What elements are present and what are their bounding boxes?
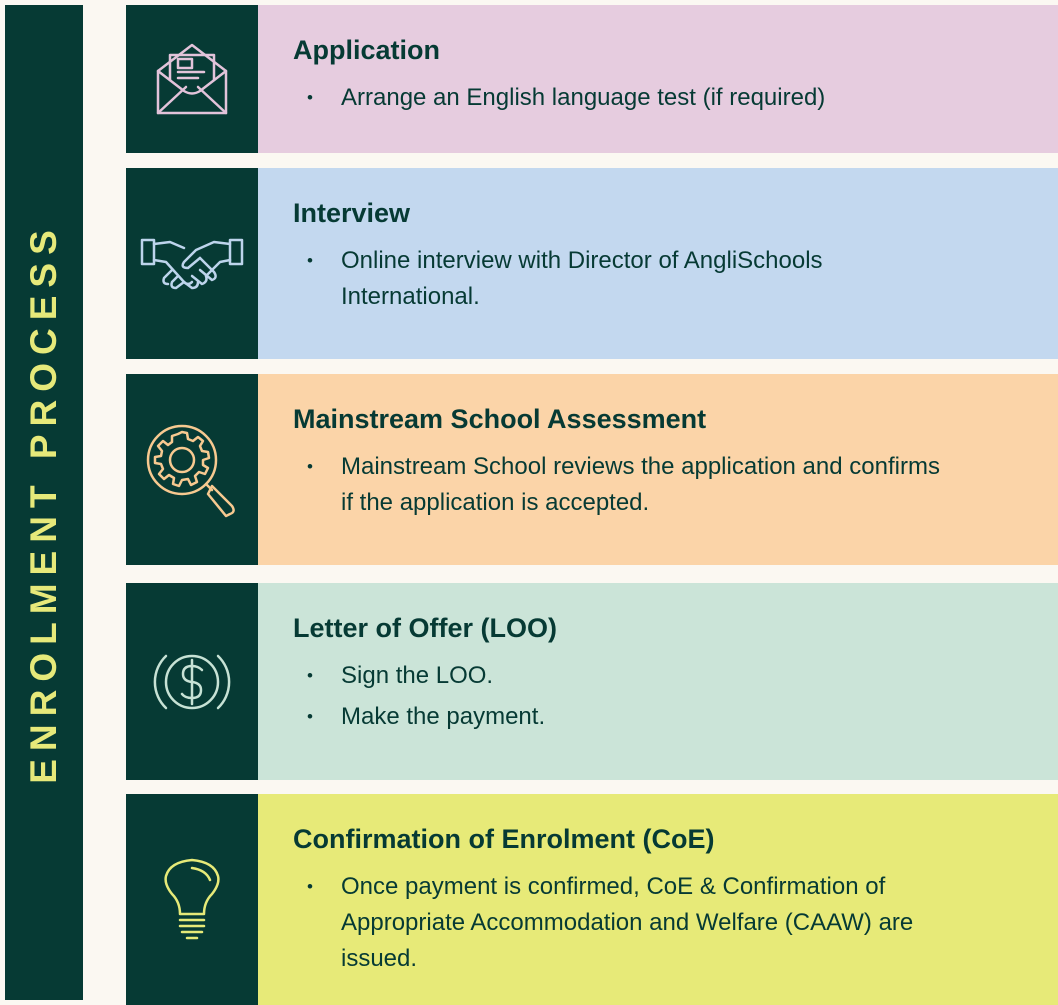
step-icon-cell xyxy=(126,168,258,359)
step-offer: Letter of Offer (LOO) Sign the LOO. Make… xyxy=(126,583,1058,780)
bullet-list: Once payment is confirmed, CoE & Confirm… xyxy=(293,869,1028,977)
gear-magnifier-icon xyxy=(146,424,235,517)
lightbulb-icon xyxy=(164,858,220,939)
bullet-item: Mainstream School reviews the applicatio… xyxy=(293,449,1028,521)
step-content: Application Arrange an English language … xyxy=(258,5,1058,153)
step-content: Mainstream School Assessment Mainstream … xyxy=(258,374,1058,565)
bullet-item: Sign the LOO. xyxy=(293,658,1028,694)
step-icon-cell xyxy=(126,794,258,1005)
bullet-item: Once payment is confirmed, CoE & Confirm… xyxy=(293,869,1028,977)
step-application: Application Arrange an English language … xyxy=(126,5,1058,153)
bullet-item: Online interview with Director of AngliS… xyxy=(293,243,1028,315)
bullet-list: Arrange an English language test (if req… xyxy=(293,80,1028,116)
envelope-letter-icon xyxy=(156,43,228,115)
bullet-item: Arrange an English language test (if req… xyxy=(293,80,1028,116)
step-coe: Confirmation of Enrolment (CoE) Once pay… xyxy=(126,794,1058,1005)
dollar-coin-icon xyxy=(153,654,231,709)
step-interview: Interview Online interview with Director… xyxy=(126,168,1058,359)
side-bar: ENROLMENT PROCESS xyxy=(5,5,83,1000)
bullet-list: Mainstream School reviews the applicatio… xyxy=(293,449,1028,521)
step-content: Confirmation of Enrolment (CoE) Once pay… xyxy=(258,794,1058,1005)
bullet-list: Sign the LOO. Make the payment. xyxy=(293,658,1028,735)
bullet-list: Online interview with Director of AngliS… xyxy=(293,243,1028,315)
step-icon-cell xyxy=(126,374,258,565)
step-assessment: Mainstream School Assessment Mainstream … xyxy=(126,374,1058,565)
step-icon-cell xyxy=(126,5,258,153)
step-title: Confirmation of Enrolment (CoE) xyxy=(293,824,715,854)
step-title: Mainstream School Assessment xyxy=(293,404,707,434)
page-title: ENROLMENT PROCESS xyxy=(23,221,64,784)
step-content: Interview Online interview with Director… xyxy=(258,168,1058,359)
step-content: Letter of Offer (LOO) Sign the LOO. Make… xyxy=(258,583,1058,780)
step-title: Application xyxy=(293,35,440,65)
step-title: Letter of Offer (LOO) xyxy=(293,613,557,643)
step-title: Interview xyxy=(293,198,411,228)
bullet-item: Make the payment. xyxy=(293,699,1028,735)
handshake-icon xyxy=(140,238,244,289)
step-icon-cell xyxy=(126,583,258,780)
